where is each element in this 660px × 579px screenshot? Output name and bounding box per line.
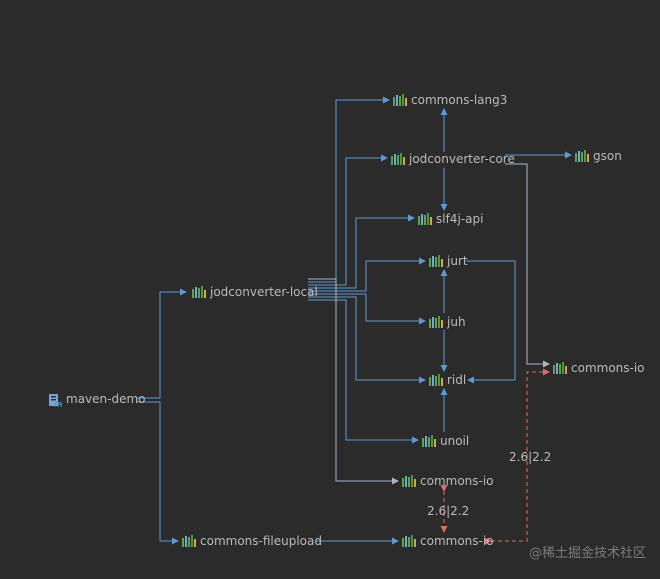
node-jurt[interactable]: jurt bbox=[429, 252, 468, 270]
library-icon bbox=[393, 94, 407, 106]
node-label: slf4j-api bbox=[436, 212, 484, 226]
node-label: commons-io bbox=[420, 474, 494, 488]
library-icon bbox=[391, 153, 405, 165]
node-commons-io-bottom[interactable]: commons-io bbox=[402, 532, 494, 550]
node-jodconverter-core[interactable]: jodconverter-core bbox=[391, 150, 515, 168]
conflict-version-label-bottom: 2.6|2.2 bbox=[427, 504, 470, 518]
node-unoil[interactable]: unoil bbox=[422, 432, 469, 450]
node-label: jodconverter-local bbox=[210, 285, 318, 299]
library-icon bbox=[429, 316, 443, 328]
node-slf4j-api[interactable]: slf4j-api bbox=[418, 210, 483, 228]
node-label: ridl bbox=[447, 373, 467, 387]
node-commons-io-mid[interactable]: commons-io bbox=[402, 472, 494, 490]
edge-local-juh bbox=[308, 293, 426, 325]
node-commons-fileupload[interactable]: commons-fileupload bbox=[182, 532, 322, 550]
node-label: commons-lang3 bbox=[411, 93, 508, 107]
edge-local-lang3 bbox=[308, 96, 390, 283]
edge-local-ridl bbox=[308, 296, 426, 384]
library-icon bbox=[192, 286, 206, 298]
node-label: jurt bbox=[447, 254, 468, 268]
watermark: @稀土掘金技术社区 bbox=[528, 546, 646, 561]
maven-module-icon: m bbox=[48, 392, 62, 409]
edge-local-jurt bbox=[308, 257, 426, 292]
edge-local-core bbox=[308, 154, 388, 286]
node-ridl[interactable]: ridl bbox=[429, 371, 466, 389]
conflict-edge-right bbox=[485, 368, 550, 545]
node-maven-demo[interactable]: m maven-demo bbox=[48, 390, 146, 409]
edge-local-io bbox=[308, 278, 399, 485]
edge-local-unoil bbox=[308, 299, 419, 444]
library-icon bbox=[553, 362, 567, 374]
node-label: unoil bbox=[440, 434, 470, 448]
edge-demo-fileupload bbox=[137, 401, 179, 545]
library-icon bbox=[429, 255, 443, 267]
node-label: commons-io bbox=[420, 534, 494, 548]
node-gson[interactable]: gson bbox=[575, 147, 622, 165]
node-commons-lang3[interactable]: commons-lang3 bbox=[393, 91, 507, 109]
edge-jurt-ridl bbox=[466, 260, 516, 384]
node-label: juh bbox=[447, 315, 466, 329]
node-jodconverter-local[interactable]: jodconverter-local bbox=[192, 283, 318, 301]
library-icon bbox=[402, 475, 416, 487]
node-label: commons-fileupload bbox=[200, 534, 322, 548]
node-label: commons-io bbox=[571, 361, 645, 375]
library-icon bbox=[402, 535, 416, 547]
edge-demo-local bbox=[137, 288, 187, 399]
library-icon bbox=[575, 150, 589, 162]
library-icon bbox=[418, 213, 432, 225]
node-label: gson bbox=[593, 149, 622, 163]
node-label: maven-demo bbox=[66, 392, 146, 406]
library-icon bbox=[422, 435, 436, 447]
node-label: jodconverter-core bbox=[409, 152, 515, 166]
conflict-version-label-right: 2.6|2.2 bbox=[509, 450, 552, 464]
library-icon bbox=[429, 374, 443, 386]
library-icon bbox=[182, 535, 196, 547]
edge-local-slf4j bbox=[308, 214, 415, 289]
node-commons-io-right[interactable]: commons-io bbox=[553, 359, 645, 377]
edge-core-io bbox=[505, 163, 550, 368]
node-juh[interactable]: juh bbox=[429, 313, 466, 331]
svg-text:m: m bbox=[54, 400, 62, 408]
